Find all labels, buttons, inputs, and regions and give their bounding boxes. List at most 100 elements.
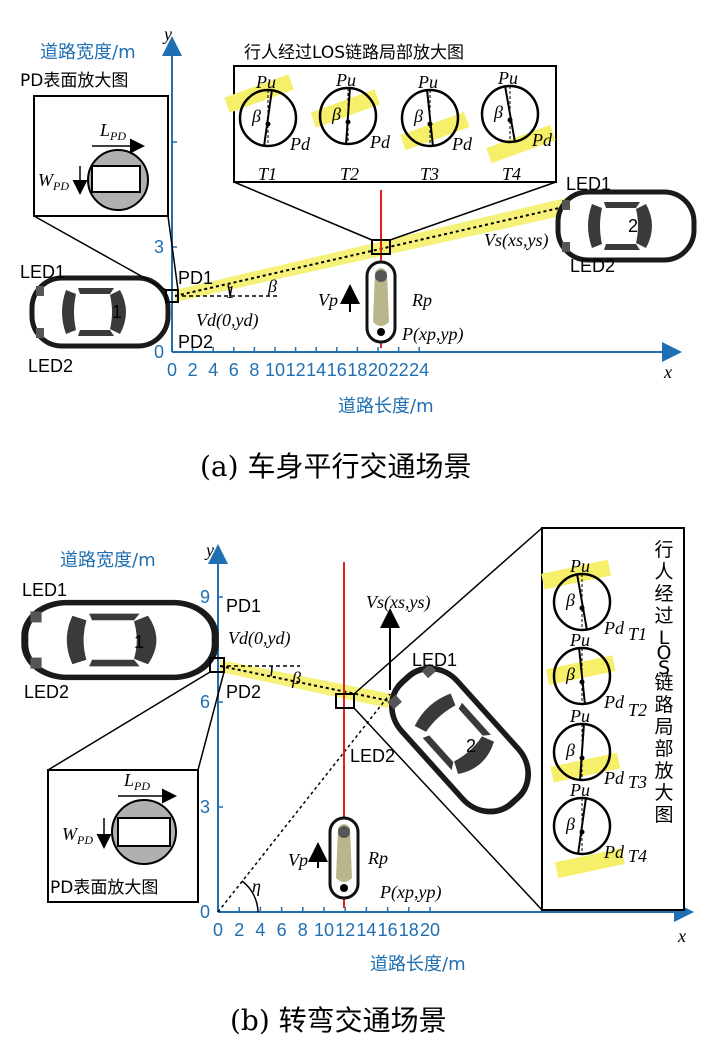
a-y-axis-var: y — [162, 24, 172, 44]
a-led1-left: LED1 — [20, 262, 65, 282]
a-xtick-label: 18 — [347, 360, 367, 380]
b-t1: T1 — [628, 624, 647, 644]
a-car-1-label: 1 — [112, 302, 122, 322]
b-pd-zoom-lead-1 — [47, 671, 211, 771]
b-los-beam — [220, 660, 392, 708]
b-wpd: WPD — [62, 824, 93, 847]
b-pd-zoom-lead-2 — [197, 671, 225, 771]
a-pd-mark: Pd — [289, 134, 311, 154]
b-pd2: PD2 — [226, 682, 261, 702]
a-pd2: PD2 — [178, 332, 213, 352]
b-ytick-label: 6 — [200, 692, 210, 712]
b-zoom-box — [541, 527, 685, 911]
b-xtick-label: 14 — [356, 920, 376, 940]
b-pu-mark: Pu — [569, 556, 590, 576]
a-xtick-label: 4 — [208, 360, 218, 380]
a-xtick-label: 10 — [265, 360, 285, 380]
b-t2: T2 — [628, 700, 647, 720]
b-pd-mark: Pd — [603, 618, 625, 638]
b-xtick-label: 20 — [420, 920, 440, 940]
a-zoom-lead-2 — [389, 181, 557, 241]
b-center-dot — [579, 605, 585, 611]
b-pd-marker — [209, 657, 225, 673]
a-xtick-label: 24 — [409, 360, 429, 380]
b-diag-line — [217, 693, 391, 913]
a-los-line — [174, 205, 569, 297]
b-ytick-label: 3 — [200, 797, 210, 817]
b-beta-mark: β — [565, 814, 575, 834]
b-pu-mark: Pu — [569, 780, 590, 800]
b-beta-mark: β — [565, 664, 575, 684]
a-t4: T4 — [502, 164, 521, 184]
b-xtick-label: 16 — [378, 920, 398, 940]
a-beam-stripe — [310, 89, 380, 128]
a-pu-mark: Pu — [417, 72, 438, 92]
a-beam-stripe — [486, 124, 556, 164]
a-pu-mark: Pu — [335, 70, 356, 90]
a-p-coord: P(xp,yp) — [401, 324, 463, 345]
a-rp: Rp — [411, 290, 432, 310]
b-pd-mark: Pd — [603, 768, 625, 788]
b-pu-mark: Pu — [569, 706, 590, 726]
a-car-2 — [558, 192, 694, 260]
b-x-axis-var: x — [677, 926, 686, 946]
b-t3: T3 — [628, 772, 647, 792]
a-pedestrian — [365, 260, 397, 344]
a-pd-mark: Pd — [369, 132, 391, 152]
b-pu-mark: Pu — [569, 630, 590, 650]
a-t1: T1 — [258, 164, 277, 184]
a-pd-chip — [91, 165, 141, 193]
b-lpd: LPD — [123, 770, 150, 793]
b-zoom-marker — [335, 693, 355, 709]
b-vs: Vs(xs,ys) — [366, 592, 430, 613]
b-car-2-label: 2 — [466, 736, 476, 756]
b-xtick-label: 10 — [314, 920, 334, 940]
a-beta-mark: β — [331, 104, 341, 124]
a-pd-mark: Pd — [531, 130, 553, 150]
b-vp: Vp — [288, 850, 308, 870]
a-y-axis-label: 道路宽度/m — [40, 42, 136, 63]
a-car-2-label: 2 — [628, 216, 638, 236]
b-car-1-label: 1 — [134, 632, 144, 652]
b-xtick-label: 8 — [298, 920, 308, 940]
a-xtick-label: 16 — [327, 360, 347, 380]
a-pd-mark: Pd — [451, 134, 473, 154]
a-ytick-label: 0 — [154, 342, 164, 362]
b-led2-left: LED2 — [24, 682, 69, 702]
b-caption: (b) 转弯交通场景 — [230, 1004, 447, 1037]
b-center-dot — [579, 829, 585, 835]
a-pu-mark: Pu — [497, 68, 518, 88]
b-y-axis-var: y — [204, 540, 214, 560]
a-xtick-label: 22 — [389, 360, 409, 380]
b-y-axis-label: 道路宽度/m — [60, 550, 156, 571]
b-pedestrian — [328, 816, 360, 900]
b-pd-mark: Pd — [603, 842, 625, 862]
a-led2-right: LED2 — [570, 256, 615, 276]
a-pd-marker — [165, 289, 179, 303]
b-led2-right: LED2 — [350, 746, 395, 766]
a-pd-zoom-title: PD表面放大图 — [20, 71, 128, 91]
b-xtick-label: 18 — [399, 920, 419, 940]
a-xtick-label: 2 — [188, 360, 198, 380]
b-beta-mark: β — [565, 740, 575, 760]
b-beta-label: β — [291, 668, 301, 688]
a-vp: Vp — [318, 290, 338, 310]
a-pd-zoom-lead-1 — [33, 215, 167, 291]
a-center-dot — [265, 121, 271, 127]
a-led1-right: LED1 — [566, 174, 611, 194]
b-rp: Rp — [367, 848, 388, 868]
a-beta-one: 1 — [226, 282, 235, 302]
b-xtick-label: 4 — [255, 920, 265, 940]
a-t3: T3 — [420, 164, 439, 184]
b-xtick-label: 12 — [335, 920, 355, 940]
